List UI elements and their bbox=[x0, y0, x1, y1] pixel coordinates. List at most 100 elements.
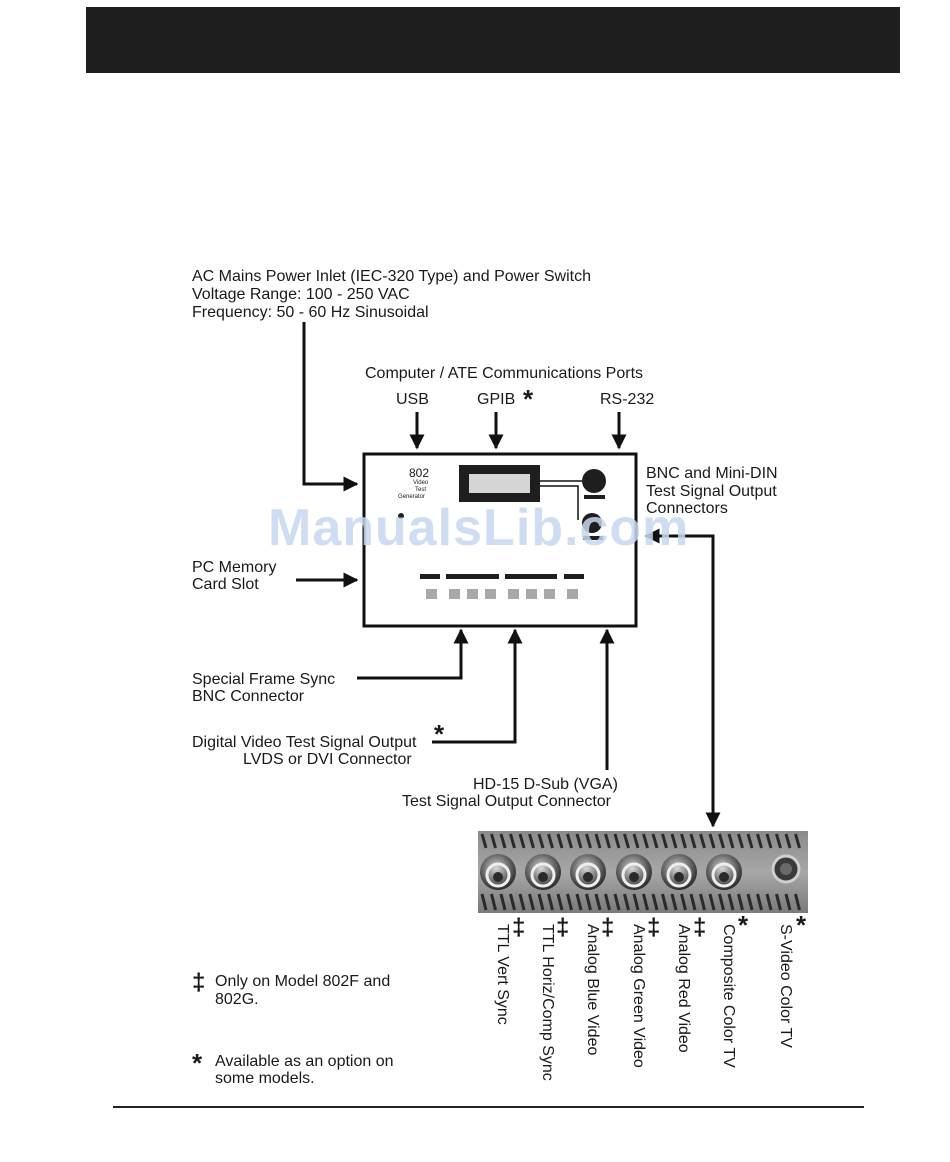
arrows bbox=[296, 322, 721, 828]
vent-slot bbox=[575, 833, 583, 849]
device-name-line2: Test bbox=[415, 487, 427, 493]
vent-slot bbox=[480, 893, 488, 911]
knob-top bbox=[582, 469, 606, 493]
connector-mark: ‡ bbox=[601, 914, 615, 941]
vga-label-line1: HD-15 D-Sub (VGA) bbox=[473, 776, 618, 793]
bnc-connector bbox=[706, 854, 742, 890]
vent-slot bbox=[651, 893, 659, 911]
connector-mark: ‡ bbox=[693, 914, 707, 941]
vent-slot bbox=[547, 833, 554, 849]
vent-slot bbox=[727, 893, 735, 911]
vga-label-line2: Test Signal Output Connector bbox=[402, 793, 612, 810]
vent-slot bbox=[490, 833, 497, 849]
power-label-line1: AC Mains Power Inlet (IEC-320 Type) and … bbox=[192, 268, 591, 285]
vent-slot bbox=[490, 893, 497, 911]
vent-slot bbox=[708, 893, 716, 911]
panel-button bbox=[544, 589, 555, 599]
connector-mark: ‡ bbox=[647, 914, 661, 941]
vent-slot bbox=[518, 893, 526, 911]
vent-slot bbox=[756, 833, 763, 849]
vent-slot bbox=[775, 833, 782, 849]
digital-video-label-line1: Digital Video Test Signal Output bbox=[192, 734, 417, 751]
gpib-label: GPIB bbox=[477, 391, 516, 408]
connector-label: TTL Vert Sync bbox=[494, 924, 511, 1025]
vent-slot bbox=[594, 893, 602, 911]
digital-video-option-star: * bbox=[434, 719, 445, 749]
vent-slot bbox=[661, 833, 668, 849]
vent-slot bbox=[480, 833, 488, 849]
connector-label: TTL Horiz/Comp Sync bbox=[539, 924, 556, 1081]
vent-slot bbox=[746, 833, 754, 849]
vent-slot bbox=[566, 833, 573, 849]
vent-slot bbox=[651, 833, 659, 849]
frame-sync-arrow bbox=[357, 628, 469, 680]
vent-slot bbox=[708, 833, 716, 849]
footer-rule bbox=[113, 1106, 864, 1108]
vent-slot bbox=[661, 893, 668, 911]
pc-card-label-line1: PC Memory bbox=[192, 559, 277, 576]
vent-slot bbox=[765, 893, 773, 911]
star-note-symbol: * bbox=[192, 1048, 203, 1078]
panel-button bbox=[467, 589, 478, 599]
gpib-option-star: * bbox=[523, 384, 534, 414]
ports-title: Computer / ATE Communications Ports bbox=[365, 365, 644, 382]
connector-mark: ‡ bbox=[512, 914, 526, 941]
connector-mark: * bbox=[796, 910, 807, 940]
vent-slot bbox=[632, 833, 640, 849]
pc-card-label-line2: Card Slot bbox=[192, 576, 259, 593]
vent-slot bbox=[784, 833, 792, 849]
device-name-line3: Generator bbox=[398, 494, 426, 500]
vent-slot bbox=[718, 833, 725, 849]
vent-slot bbox=[613, 833, 621, 849]
connector-label: S-Video Color TV bbox=[777, 924, 794, 1048]
vent-slot bbox=[642, 833, 649, 849]
vent-slot bbox=[727, 833, 735, 849]
bnc-connector bbox=[570, 854, 606, 890]
power-label-line3: Frequency: 50 - 60 Hz Sinusoidal bbox=[192, 304, 429, 321]
connector-panel bbox=[478, 831, 808, 913]
vent-slot bbox=[680, 893, 687, 911]
star-note-line1: Available as an option on bbox=[215, 1053, 394, 1070]
vent-slot bbox=[737, 893, 744, 911]
bnc-connector bbox=[661, 854, 697, 890]
vent-slot bbox=[613, 893, 621, 911]
frame-sync-label-line2: BNC Connector bbox=[192, 688, 305, 705]
panel-button bbox=[526, 589, 537, 599]
vent-slot bbox=[718, 893, 725, 911]
vent-slot bbox=[670, 893, 678, 911]
vent-slot bbox=[499, 893, 507, 911]
vent-slot bbox=[556, 833, 564, 849]
vent-slot bbox=[746, 893, 754, 911]
connector-label: Analog Green Video bbox=[630, 924, 647, 1068]
bnc-connector bbox=[480, 854, 516, 890]
bnc-connector bbox=[616, 854, 652, 890]
device-model: 802 bbox=[409, 466, 430, 480]
panel-button bbox=[508, 589, 519, 599]
digital-video-label-line2: LVDS or DVI Connector bbox=[243, 751, 412, 768]
power-arrow bbox=[302, 322, 359, 492]
vent-slot bbox=[528, 833, 535, 849]
bnc-label-line1: BNC and Mini-DIN bbox=[646, 465, 778, 482]
vent-slot bbox=[737, 833, 744, 849]
vent-slot bbox=[680, 833, 687, 849]
connector-label: Composite Color TV bbox=[720, 924, 737, 1068]
vent-slot bbox=[623, 833, 630, 849]
vent-slot bbox=[699, 833, 706, 849]
vent-slot bbox=[594, 833, 602, 849]
knob-bottom bbox=[582, 513, 602, 533]
vent-slot bbox=[765, 833, 773, 849]
device-name-line1: Video bbox=[413, 480, 429, 486]
bnc-label-line2: Test Signal Output bbox=[646, 483, 777, 500]
usb-label: USB bbox=[396, 391, 429, 408]
card-slot-indicator bbox=[398, 513, 404, 519]
watermark: ManualsLib.com bbox=[268, 499, 690, 557]
vent-slot bbox=[566, 893, 573, 911]
vent-slot bbox=[604, 893, 611, 911]
vent-slot bbox=[604, 833, 611, 849]
dagger-note-line1: Only on Model 802F and bbox=[215, 973, 391, 990]
vent-slot bbox=[775, 893, 782, 911]
vent-slot bbox=[623, 893, 630, 911]
vent-slot bbox=[547, 893, 554, 911]
bnc-connector bbox=[525, 854, 561, 890]
vent-slot bbox=[784, 893, 792, 911]
